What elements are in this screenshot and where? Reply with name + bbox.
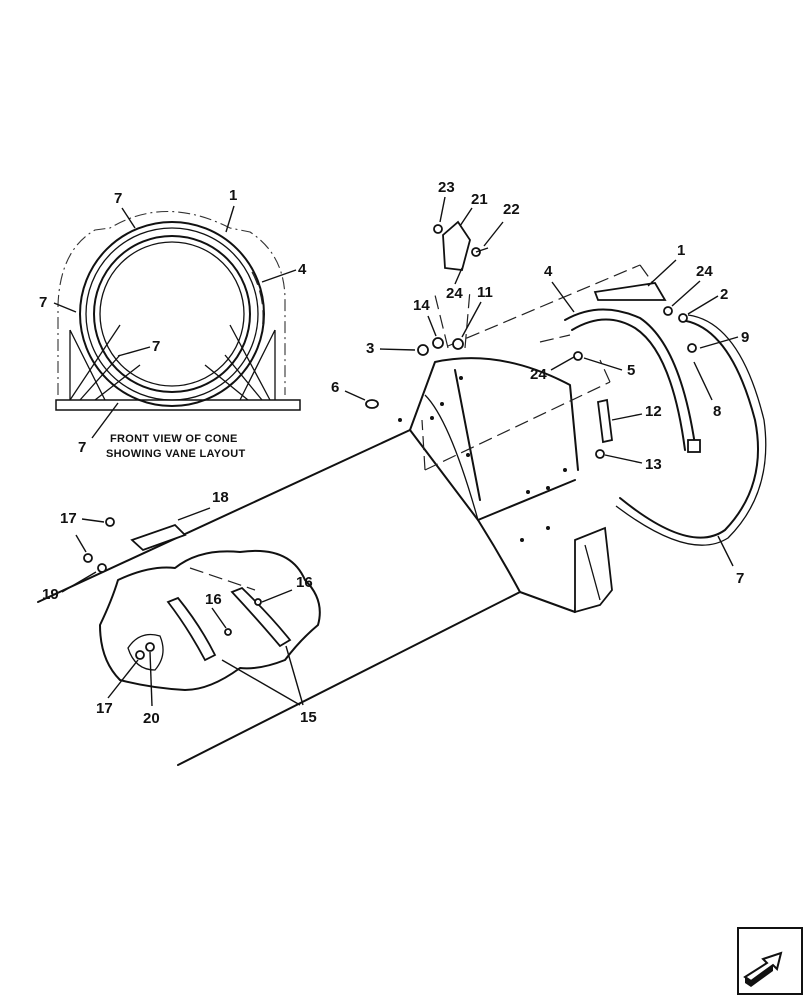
nut-11: [452, 338, 464, 350]
callout-8: 8: [713, 403, 721, 420]
callout-17-bottom: 17: [96, 700, 113, 717]
nut-3: [417, 344, 429, 356]
callout-3: 3: [366, 340, 374, 357]
vane-15-right: [230, 586, 292, 648]
front-view-inset: FRONT VIEW OF CONE SHOWING VANE LAYOUT 7…: [39, 187, 307, 460]
callout-24-mid: 24: [530, 366, 547, 383]
callout-11: 11: [477, 284, 493, 301]
vane-15-left: [166, 596, 217, 662]
tube-top-edge: [37, 429, 411, 603]
callout-1-front-top: 1: [229, 187, 237, 204]
cutaway-detail: [83, 517, 321, 691]
callout-7-front-top: 7: [114, 190, 122, 207]
callout-6: 6: [331, 379, 339, 396]
callout-9: 9: [741, 329, 749, 346]
tube-bottom-edge: [177, 591, 521, 766]
cone-holes: [398, 376, 567, 542]
callout-20: 20: [143, 710, 160, 727]
callout-7: 7: [736, 570, 744, 587]
plate-21: [442, 220, 471, 271]
callout-4-front: 4: [298, 261, 307, 278]
vane-4: [564, 308, 696, 446]
inner-vane-ring: [93, 235, 251, 393]
callout-2: 2: [720, 286, 728, 303]
callout-16-right: 16: [296, 574, 313, 591]
vane-7: [619, 319, 759, 539]
callout-21: 21: [471, 191, 488, 208]
callout-16-left: 16: [205, 591, 222, 608]
callout-24-right: 24: [696, 263, 713, 280]
outer-vane-ring-inner: [85, 227, 259, 401]
outer-vane-ring: [79, 221, 265, 407]
callout-17-top: 17: [60, 510, 77, 527]
callout-18: 18: [212, 489, 229, 506]
caption-line-2: SHOWING VANE LAYOUT: [106, 448, 246, 460]
callout-7-front-left: 7: [39, 294, 47, 311]
callout-13: 13: [645, 456, 662, 473]
callout-24-upper: 24: [446, 285, 463, 302]
callout-12: 12: [645, 403, 662, 420]
bracket-12: [597, 398, 613, 444]
callout-4: 4: [544, 263, 553, 280]
callout-15: 15: [300, 709, 317, 726]
callout-7-front-inner: 7: [152, 338, 160, 355]
mounting-bracket: [574, 526, 613, 614]
nut-6: [365, 399, 379, 409]
callout-14: 14: [413, 297, 430, 314]
plate-18: [130, 523, 187, 552]
callout-1: 1: [677, 242, 685, 259]
vane-segment-1: [593, 282, 667, 301]
callout-7-front-bottom: 7: [78, 439, 86, 456]
washer-14: [432, 337, 444, 349]
arrow-icon[interactable]: [737, 927, 803, 995]
inner-vane-ring-inner: [99, 241, 245, 387]
caption-line-1: FRONT VIEW OF CONE: [110, 433, 238, 445]
callout-5: 5: [627, 362, 635, 379]
callout-22: 22: [503, 201, 520, 218]
callout-19: 19: [42, 586, 59, 603]
callouts: 23 21 22 24 14 11 3 6 4 1 24 2 9 8 24 5 …: [42, 179, 749, 727]
callout-23: 23: [438, 179, 455, 196]
cone-assembly: [37, 220, 767, 766]
